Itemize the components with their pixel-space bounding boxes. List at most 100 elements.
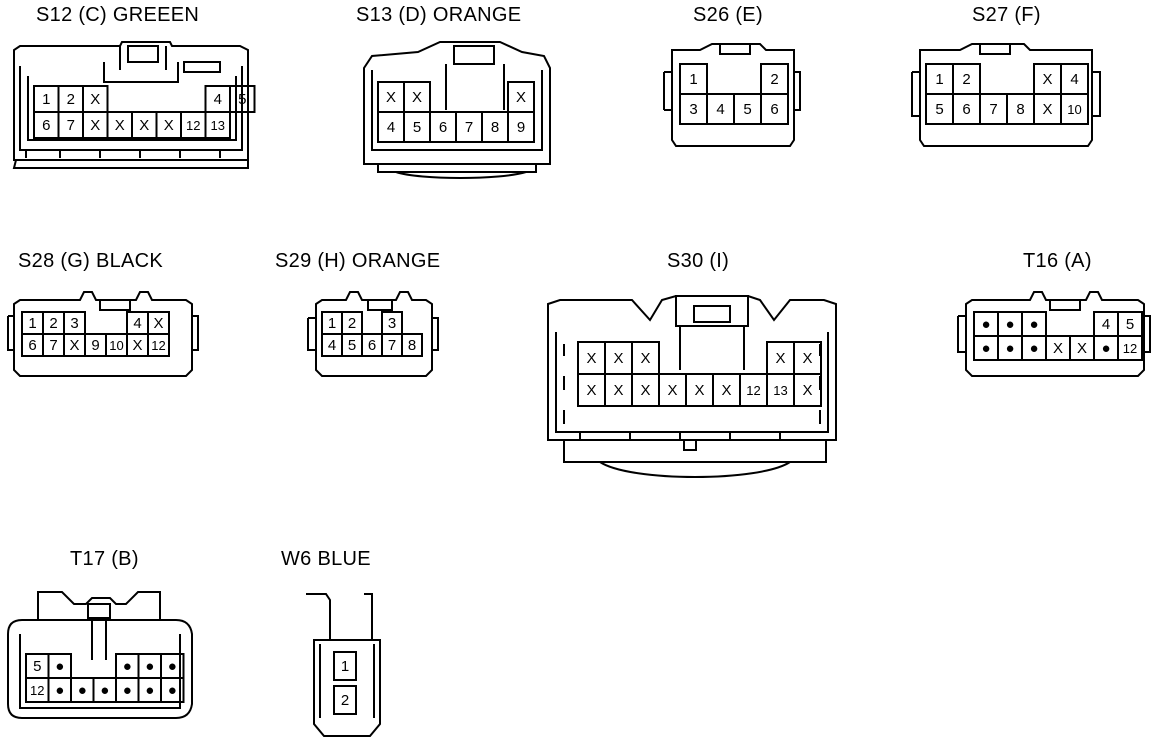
s12-pin-label: 1: [42, 91, 50, 108]
connector-title-s28: S28 (G) BLACK: [18, 250, 164, 272]
s27-pin-label: 2: [962, 71, 970, 88]
s12-pin-label: 5: [238, 91, 246, 108]
s12-pin-cell: [204, 111, 231, 139]
s12-pin-label: X: [115, 117, 125, 134]
s26-pin-label: 2: [770, 71, 778, 88]
s30-pin-label: X: [640, 350, 650, 367]
s13-pin-label: X: [386, 89, 396, 106]
s12-pin-label: X: [90, 117, 100, 134]
t17-pin-label: 12: [30, 683, 44, 698]
t17-pin-label: ●: [168, 682, 177, 699]
connector-title-w6: W6 BLUE: [281, 548, 371, 570]
s27-pin-label: 8: [1016, 101, 1024, 118]
s28-pin-cell: [147, 333, 170, 357]
s27-pin-label: 4: [1070, 71, 1078, 88]
s12-pin-label: 6: [42, 117, 50, 134]
s12-pin-label: 13: [211, 118, 225, 133]
s27-pin-label: 6: [962, 101, 970, 118]
t17-pin-label: 5: [33, 658, 41, 675]
s28-pin-label: 9: [91, 337, 99, 354]
connector-w6: 12: [306, 593, 381, 737]
t16-pin-label: ●: [1029, 316, 1038, 333]
w6-pin-cell: [333, 685, 357, 715]
s13-pin-label: X: [516, 89, 526, 106]
connector-title-s29: S29 (H) ORANGE: [275, 250, 441, 272]
t16-pin-label: ●: [981, 340, 990, 357]
s30-pin-label: 12: [746, 383, 760, 398]
s27-pin-label: 10: [1067, 102, 1081, 117]
s28-pin-label: 7: [49, 337, 57, 354]
s28-pin-label: X: [132, 337, 142, 354]
s12-pin-label: 7: [67, 117, 75, 134]
s30-pin-label: X: [694, 382, 704, 399]
s13-pin-label: X: [412, 89, 422, 106]
s30-pin-label: X: [802, 382, 812, 399]
s30-pin-label: 13: [773, 383, 787, 398]
t16-pin-label: ●: [981, 316, 990, 333]
t17-pin-label: ●: [100, 682, 109, 699]
s30-pin-label: X: [667, 382, 677, 399]
s28-pin-label: 2: [49, 315, 57, 332]
s29-pin-label: 6: [368, 337, 376, 354]
t16-pin-label: X: [1053, 340, 1063, 357]
t16-pin-cell: [1117, 335, 1143, 361]
s28-pin-label: 3: [70, 315, 78, 332]
t16-pin-label: 12: [1123, 341, 1137, 356]
s12-pin-label: X: [90, 91, 100, 108]
t17-pin-label: ●: [145, 682, 154, 699]
s29-pin-label: 8: [408, 337, 416, 354]
s12-pin-label: X: [164, 117, 174, 134]
w6-pin-label: 2: [341, 692, 349, 709]
s29-pin-label: 1: [328, 315, 336, 332]
t17-pin-label: ●: [123, 682, 132, 699]
s30-pin-label: X: [586, 382, 596, 399]
t16-pin-label: 4: [1102, 316, 1110, 333]
s27-pin-label: 7: [989, 101, 997, 118]
w6-pin-cell: [333, 651, 357, 681]
s12-pin-label: X: [139, 117, 149, 134]
s13-pin-label: 8: [491, 119, 499, 136]
s26-pin-label: 5: [743, 101, 751, 118]
s30-pin-label: X: [613, 350, 623, 367]
s28-pin-label: 1: [28, 315, 36, 332]
t17-pin-cell: [160, 677, 185, 703]
t16-pin-label: 5: [1126, 316, 1134, 333]
t17-pin-label: ●: [123, 658, 132, 675]
connector-title-t16: T16 (A): [1023, 250, 1092, 272]
s29-pin-label: 3: [388, 315, 396, 332]
s30-pin-label: X: [586, 350, 596, 367]
s28-pin-label: 10: [109, 338, 123, 353]
s29-pin-label: 7: [388, 337, 396, 354]
s30-pin-label: X: [721, 382, 731, 399]
s26-pin-label: 4: [716, 101, 724, 118]
s28-pin-label: 4: [133, 315, 141, 332]
s13-pin-label: 5: [413, 119, 421, 136]
t17-pin-label: ●: [78, 682, 87, 699]
s13-pin-label: 7: [465, 119, 473, 136]
t16-pin-label: ●: [1005, 316, 1014, 333]
t16-pin-label: X: [1077, 340, 1087, 357]
s12-pin-label: 2: [67, 91, 75, 108]
t17-pin-label: ●: [168, 658, 177, 675]
t16-pin-label: ●: [1005, 340, 1014, 357]
s27-pin-label: X: [1042, 71, 1052, 88]
s28-pin-label: X: [69, 337, 79, 354]
t17-pin-label: ●: [145, 658, 154, 675]
s28-pin-label: 12: [151, 338, 165, 353]
s29-pin-label: 2: [348, 315, 356, 332]
t17-pin-label: ●: [55, 682, 64, 699]
s26-pin-cell: [760, 93, 789, 125]
s27-pin-label: X: [1042, 101, 1052, 118]
connector-title-t17: T17 (B): [70, 548, 139, 570]
s27-pin-label: 5: [935, 101, 943, 118]
s29-pin-label: 4: [328, 337, 336, 354]
s30-pin-label: X: [775, 350, 785, 367]
connector-title-s12: S12 (C) GREEEN: [36, 4, 200, 26]
s26-pin-label: 1: [689, 71, 697, 88]
